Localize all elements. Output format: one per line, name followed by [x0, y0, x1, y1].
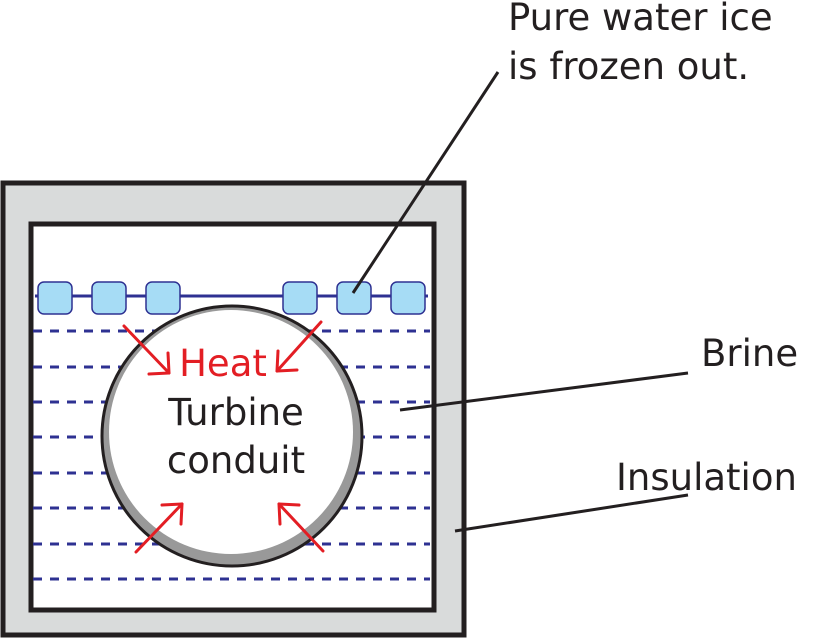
insulation-label: Insulation [616, 456, 797, 499]
heat-arrow-icon [275, 320, 323, 373]
brine-label: Brine [701, 332, 798, 375]
ice-leader-line [351, 71, 500, 294]
leader-lines [351, 71, 689, 533]
brine-leader-line [399, 371, 689, 412]
ice-crystal-icon [390, 281, 426, 315]
ice-crystal-icon [282, 281, 318, 315]
heat-arrow-icon [277, 502, 325, 553]
ice-crystal-icon [336, 281, 372, 315]
ice-crystals [37, 281, 426, 315]
conduit-label-line-1: Turbine [167, 391, 304, 434]
ice-crystal-icon [91, 281, 127, 315]
ice-label-line-2: is frozen out. [508, 45, 749, 88]
ice-label-line-1: Pure water ice [508, 0, 773, 39]
brine-layers [33, 329, 430, 581]
heat-arrow-icon [122, 324, 171, 376]
heat-arrows [122, 320, 325, 554]
ice-crystal-icon [37, 281, 73, 315]
ice-crystal-icon [145, 281, 181, 315]
heat-label: Heat [179, 342, 267, 385]
conduit-label-line-2: conduit [167, 439, 305, 482]
heat-arrow-icon [134, 502, 184, 554]
insulation-leader-line [454, 493, 689, 533]
